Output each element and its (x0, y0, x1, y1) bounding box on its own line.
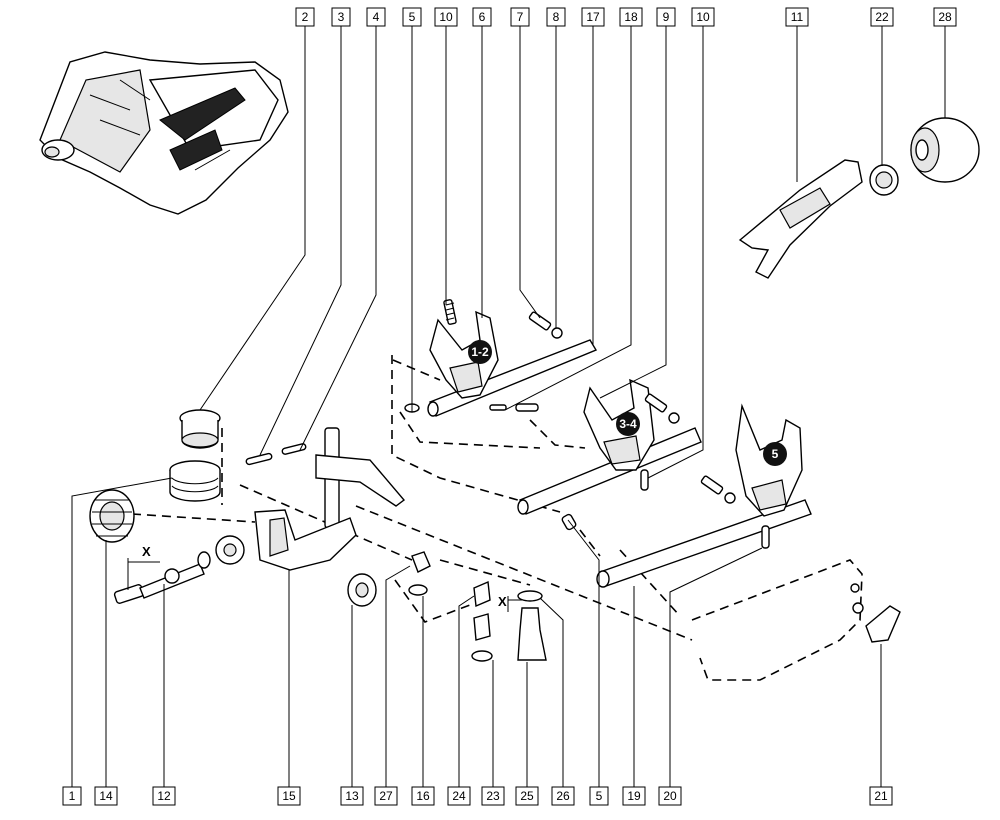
badge-label: 5 (772, 447, 779, 461)
callout-label: 20 (663, 789, 677, 803)
callout-label: 22 (875, 10, 889, 24)
callout-28: 28 (933, 7, 957, 27)
callouts-top-row: 2 3 4 5 10 6 7 8 17 18 9 10 11 22 28 (295, 7, 957, 27)
callout-label: 9 (663, 10, 670, 24)
callout-label: 7 (517, 10, 524, 24)
callout-13: 13 (340, 786, 364, 806)
callouts-bottom-row: 1 14 12 15 13 27 16 24 23 25 26 5 19 20 … (62, 786, 893, 806)
callout-17: 17 (581, 7, 605, 27)
callout-9: 9 (656, 7, 676, 27)
bush-2 (179, 409, 221, 449)
callout-1: 1 (62, 786, 82, 806)
callout-label: 5 (409, 10, 416, 24)
callout-2: 2 (295, 7, 315, 27)
callout-label: 19 (627, 789, 641, 803)
callout-label: 11 (791, 10, 804, 24)
callout-label: 6 (479, 10, 486, 24)
badge-fork-5: 5 (763, 442, 787, 466)
springs-balls-pins (404, 299, 770, 549)
callout-8: 8 (546, 7, 566, 27)
callout-label: 13 (345, 789, 359, 803)
callout-14: 14 (94, 786, 118, 806)
callout-10-left: 10 (434, 7, 458, 27)
callout-18: 18 (619, 7, 643, 27)
callout-label: 5 (596, 789, 603, 803)
callout-15: 15 (277, 786, 301, 806)
callout-label: 26 (556, 789, 570, 803)
nut-24-washer-23 (471, 580, 493, 662)
callout-label: 14 (99, 789, 113, 803)
badge-label: 3-4 (619, 417, 637, 431)
callout-4: 4 (366, 7, 386, 27)
callout-5-bottom: 5 (589, 786, 609, 806)
callout-21: 21 (869, 786, 893, 806)
callout-22: 22 (870, 7, 894, 27)
callout-label: 21 (874, 789, 888, 803)
release-bearing-28 (910, 117, 980, 183)
callout-label: 16 (416, 789, 430, 803)
callout-label: 2 (302, 10, 309, 24)
callout-19: 19 (622, 786, 646, 806)
pushrod-12: X (113, 544, 211, 604)
badge-fork-3-4: 3-4 (616, 412, 640, 436)
callout-label: 24 (452, 789, 466, 803)
dimension-x-right: X (498, 594, 507, 609)
callout-24: 24 (447, 786, 471, 806)
callout-label: 18 (624, 10, 638, 24)
gear-14 (89, 489, 135, 543)
callout-5-top: 5 (402, 7, 422, 27)
gear-13 (347, 573, 377, 607)
seal-1 (169, 460, 221, 502)
callout-16: 16 (411, 786, 435, 806)
callout-label: 27 (379, 789, 393, 803)
sensor-25-washer-26: X (498, 590, 547, 661)
callout-26: 26 (551, 786, 575, 806)
callout-label: 15 (282, 789, 296, 803)
callout-label: 17 (586, 10, 600, 24)
callout-27: 27 (374, 786, 398, 806)
callout-3: 3 (331, 7, 351, 27)
callout-11: 11 (785, 7, 809, 27)
callout-6: 6 (472, 7, 492, 27)
housing-outline-dashed (691, 559, 864, 681)
selector-shaft-assembly (254, 427, 406, 571)
callout-label: 8 (553, 10, 560, 24)
callout-label: 3 (338, 10, 345, 24)
callout-label: 1 (69, 789, 76, 803)
callout-label: 4 (373, 10, 380, 24)
badge-label: 1-2 (471, 345, 489, 359)
leader-lines-top (199, 25, 946, 479)
interlock-21 (865, 605, 901, 643)
callout-25: 25 (515, 786, 539, 806)
callout-20: 20 (658, 786, 682, 806)
callout-10-right: 10 (691, 7, 715, 27)
gearbox-housing-illustration (39, 51, 289, 215)
callout-23: 23 (481, 786, 505, 806)
callout-7: 7 (510, 7, 530, 27)
clutch-fork-11 (738, 159, 863, 279)
callout-12: 12 (152, 786, 176, 806)
nut-27 (408, 551, 431, 596)
bearing-left (215, 535, 245, 565)
callout-label: 28 (938, 10, 952, 24)
badge-fork-1-2: 1-2 (468, 340, 492, 364)
leader-lines-bottom (71, 477, 882, 788)
assembly-dashed-lines (131, 355, 693, 641)
callout-label: 12 (157, 789, 171, 803)
fork-1-2 (429, 310, 499, 399)
callout-label: 25 (520, 789, 534, 803)
pins-3-4 (245, 443, 307, 466)
callout-label: 23 (486, 789, 500, 803)
callout-label: 10 (439, 10, 453, 24)
callout-label: 10 (696, 10, 710, 24)
bearing-22 (869, 164, 899, 196)
dimension-x-left: X (142, 544, 151, 559)
